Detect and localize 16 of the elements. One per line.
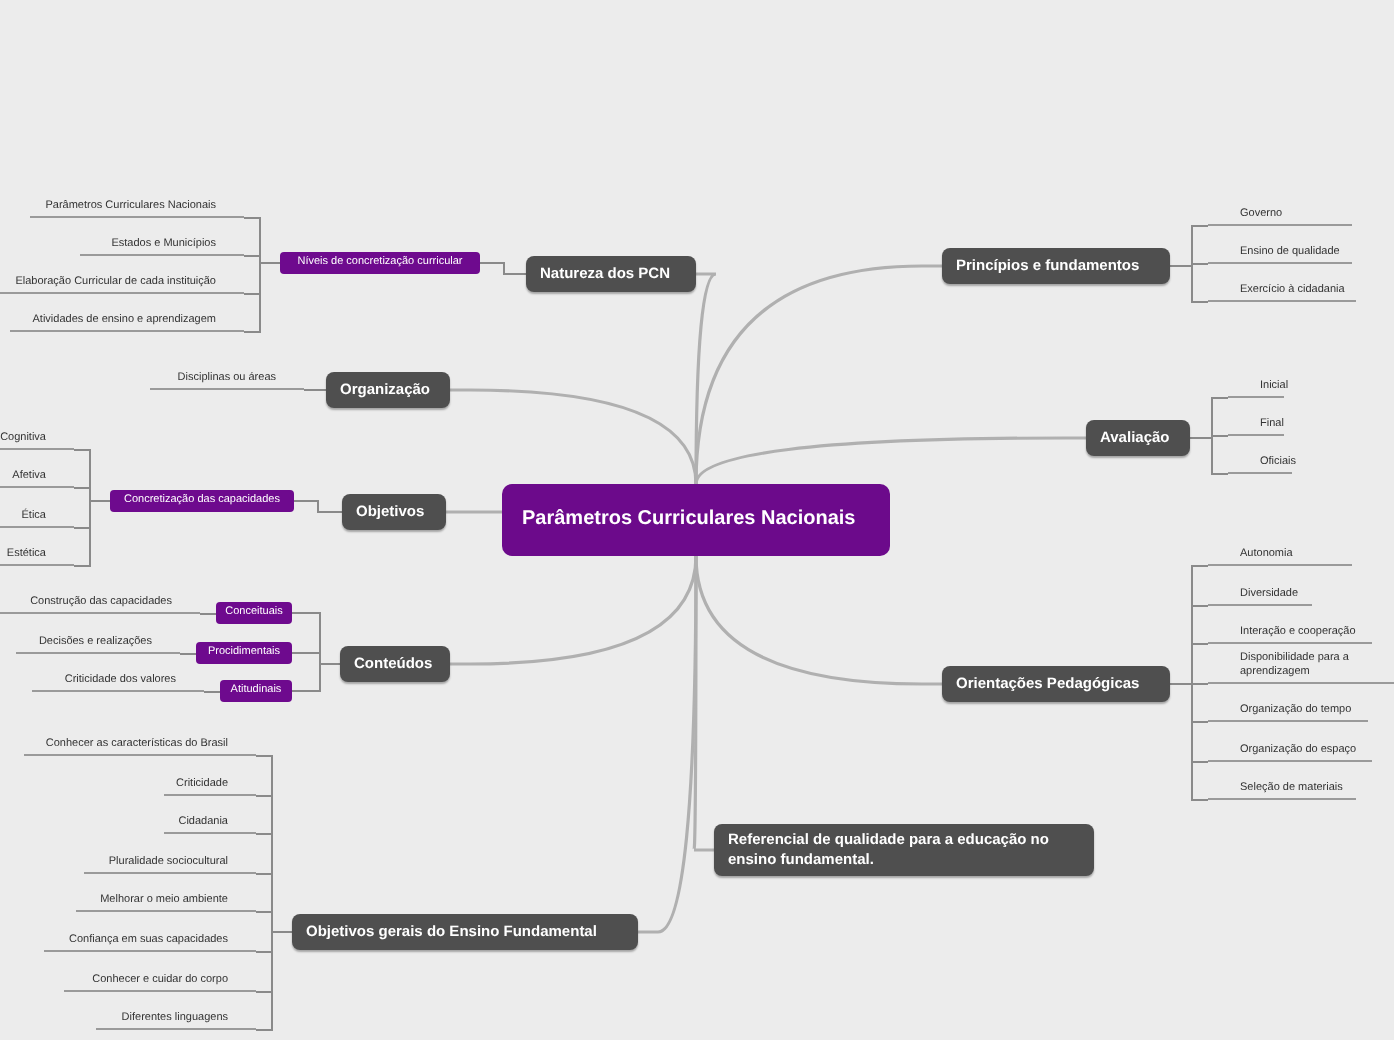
connector-line xyxy=(199,612,217,615)
connector-line xyxy=(303,389,327,391)
connector-line xyxy=(1169,683,1209,801)
connector-line xyxy=(694,436,1086,485)
connector-line xyxy=(291,663,341,692)
connector-line xyxy=(1169,265,1209,303)
connector-line xyxy=(243,262,281,333)
connector-line xyxy=(694,264,942,485)
connector-line xyxy=(479,262,527,275)
connector-line xyxy=(692,556,714,852)
connector-line xyxy=(1189,437,1229,475)
connector-line xyxy=(293,500,343,513)
central-topic-box: Parâmetros Curriculares Nacionais xyxy=(502,484,890,556)
connector-line xyxy=(446,510,502,514)
connector-line xyxy=(203,690,221,693)
connector-line xyxy=(179,652,197,655)
